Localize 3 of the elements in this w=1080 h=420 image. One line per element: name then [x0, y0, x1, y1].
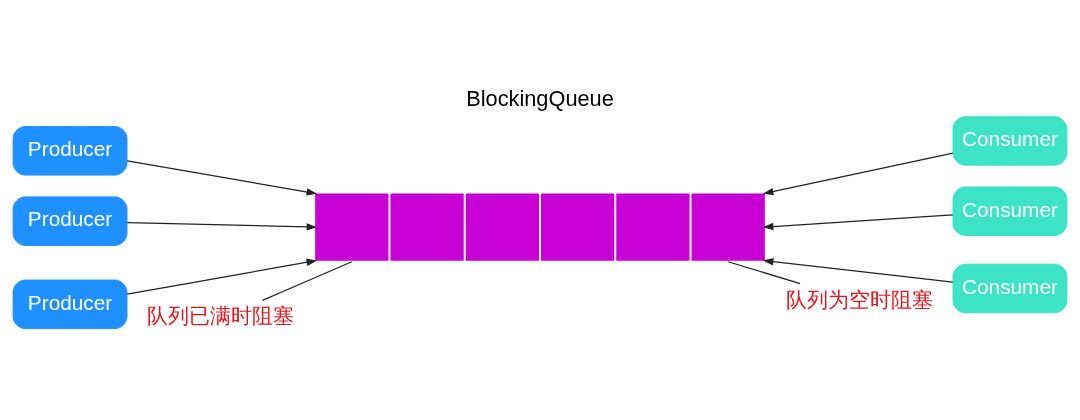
diagram-title: BlockingQueue	[466, 85, 614, 111]
node-text: 队列已满时阻塞	[146, 303, 294, 328]
node-text: 队列为空时阻塞	[786, 287, 934, 312]
